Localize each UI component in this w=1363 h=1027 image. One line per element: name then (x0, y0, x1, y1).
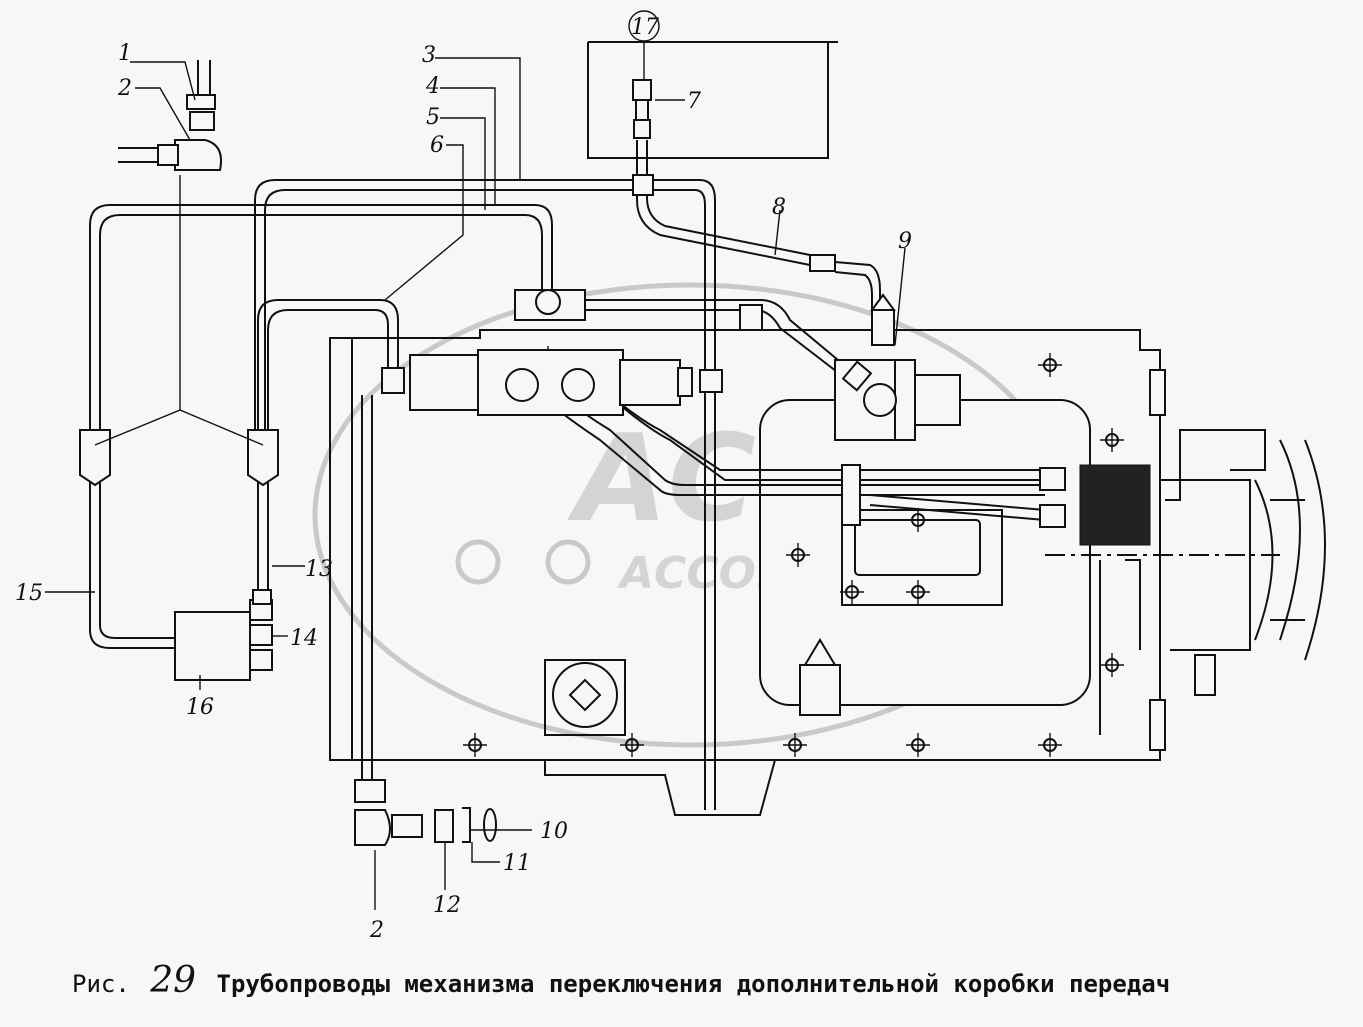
pipelines (89, 140, 1046, 810)
pipeline-diagram: АСТА АССОЦИАЦИЯ (15, 10, 1326, 943)
callout-9: 9 (898, 229, 912, 254)
callout-12: 12 (433, 893, 461, 918)
callout-2: 2 (117, 76, 132, 101)
figure-title: Трубопроводы механизма переключения допо… (216, 970, 1171, 998)
callout-11: 11 (503, 851, 531, 876)
figure-number: 29 (150, 960, 197, 1001)
callout-16: 16 (186, 695, 214, 720)
leader-lines (45, 10, 906, 910)
callout-13: 13 (305, 557, 333, 582)
callout-4: 4 (425, 74, 440, 99)
callout-2-bottom: 2 (369, 918, 384, 943)
callout-1: 1 (118, 41, 132, 66)
callout-3: 3 (422, 43, 436, 68)
callout-8: 8 (772, 195, 786, 220)
callout-6: 6 (430, 133, 444, 158)
callout-5: 5 (426, 105, 440, 130)
cab-panel (587, 41, 838, 159)
figure-caption: Рис. 29 Трубопроводы механизма переключе… (72, 960, 1170, 1010)
callout-14: 14 (290, 626, 318, 651)
figure-prefix: Рис. (72, 970, 130, 998)
callout-10: 10 (540, 819, 568, 844)
callout-7: 7 (687, 89, 701, 114)
callout-15: 15 (15, 581, 43, 606)
callout-labels: 1 2 3 4 5 6 7 8 9 10 11 12 13 14 15 16 1… (15, 15, 912, 943)
callout-17: 17 (631, 15, 659, 40)
